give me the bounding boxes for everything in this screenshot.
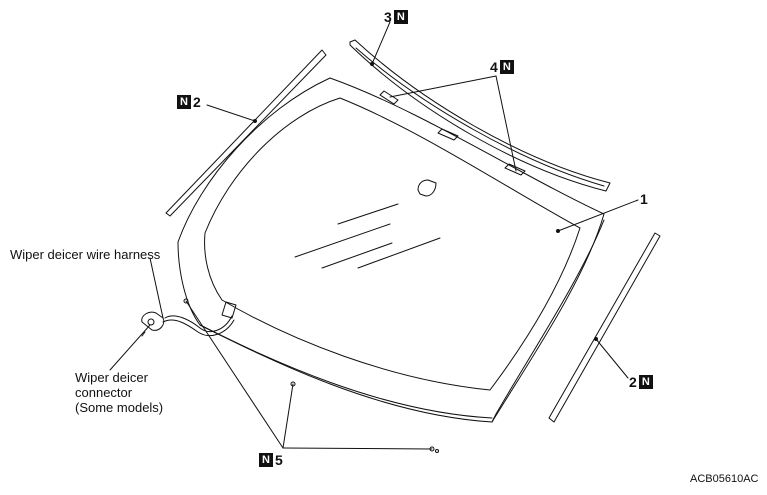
callout-4-number: 4 xyxy=(490,59,498,75)
callout-1: 1 xyxy=(640,191,648,207)
callout-5: N 5 xyxy=(259,452,283,468)
callout-4: 4 N xyxy=(490,59,514,75)
leader-5b xyxy=(282,383,294,449)
leader-harness xyxy=(149,257,164,319)
n-badge-icon: N xyxy=(177,95,191,109)
callout-2-right-number: 2 xyxy=(629,374,637,390)
leader-5a xyxy=(185,300,284,449)
n-badge-icon: N xyxy=(259,453,273,467)
wiper-deicer-wire-harness xyxy=(162,315,235,336)
leader-5c xyxy=(282,447,433,450)
windshield-glass xyxy=(177,77,605,423)
callout-5-number: 5 xyxy=(275,452,283,468)
leader-lines xyxy=(109,21,639,450)
callout-1-number: 1 xyxy=(640,191,648,207)
callout-2-left-number: 2 xyxy=(193,94,201,110)
wiper-deicer-connector xyxy=(141,311,165,337)
leader-connector xyxy=(109,324,151,371)
callout-3-number: 3 xyxy=(384,9,392,25)
connector-label: Wiper deicer connector (Some models) xyxy=(75,370,163,415)
leader-2-right xyxy=(595,338,629,379)
leader-3 xyxy=(371,21,391,65)
n-badge-icon: N xyxy=(393,10,408,24)
left-side-molding xyxy=(165,49,327,217)
leader-1-dot xyxy=(556,229,560,233)
figure-code: ACB05610AC xyxy=(690,473,759,485)
leader-4b xyxy=(495,75,517,172)
molding-clips xyxy=(379,90,526,176)
connector-label-line2: connector xyxy=(75,385,133,400)
callout-2-right: 2 N xyxy=(629,374,653,390)
connector-label-line3: (Some models) xyxy=(75,400,164,415)
callout-2-left: N 2 xyxy=(177,94,201,110)
connector-label-line1: Wiper deicer xyxy=(75,370,148,385)
leader-1 xyxy=(557,199,639,232)
upper-molding xyxy=(349,39,611,192)
callout-3: 3 N xyxy=(384,9,408,25)
n-badge-icon: N xyxy=(499,60,514,74)
leader-4a xyxy=(389,75,497,98)
wire-harness-label: Wiper deicer wire harness xyxy=(10,247,161,262)
leader-2-left xyxy=(206,104,256,122)
right-side-molding xyxy=(548,232,661,423)
n-badge-icon: N xyxy=(638,375,653,389)
